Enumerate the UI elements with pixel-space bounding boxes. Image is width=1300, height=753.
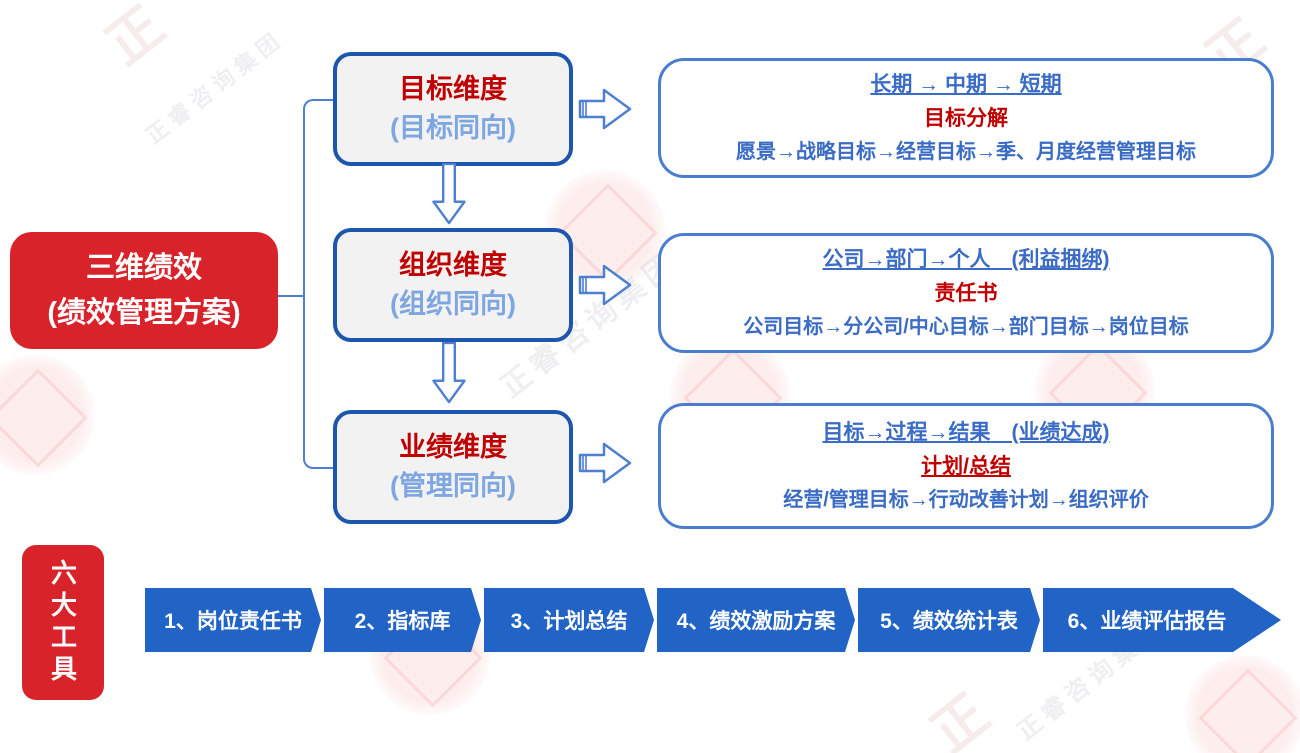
dimension-box-performance: 业绩维度 (管理同向) bbox=[333, 410, 573, 524]
root-title: 三维绩效 bbox=[85, 251, 202, 284]
tool-segment-indicator-library: 2、指标库 bbox=[324, 588, 481, 652]
dimension-title: 业绩维度 bbox=[399, 431, 507, 462]
tool-segment-label: 6、业绩评估报告 bbox=[1067, 610, 1227, 633]
dimension-title: 目标维度 bbox=[399, 73, 507, 104]
detail-line3: 公司目标→分公司/中心目标→部门目标→岗位目标 bbox=[743, 315, 1189, 338]
dimension-title: 组织维度 bbox=[399, 249, 507, 280]
detail-line3: 愿景→战略目标→经营目标→季、月度经营管理目标 bbox=[736, 140, 1196, 163]
detail-line1: 目标→过程→结果 (业绩达成) bbox=[822, 420, 1110, 444]
detail-box-goal: 长期 → 中期 → 短期 目标分解 愿景→战略目标→经营目标→季、月度经营管理目… bbox=[658, 58, 1274, 178]
right-arrow-icon bbox=[578, 88, 632, 130]
dimension-box-goal: 目标维度 (目标同向) bbox=[333, 52, 573, 166]
root-box: 三维绩效 (绩效管理方案) bbox=[10, 232, 278, 349]
detail-line2: 计划/总结 bbox=[921, 454, 1011, 478]
watermark-logo bbox=[1185, 655, 1300, 753]
dimension-box-organization: 组织维度 (组织同向) bbox=[333, 228, 573, 342]
tool-segment-incentive-plan: 4、绩效激励方案 bbox=[657, 588, 855, 652]
right-arrow-icon bbox=[578, 264, 632, 306]
detail-line2: 责任书 bbox=[934, 281, 998, 305]
detail-line1: 公司→部门→个人 (利益捆绑) bbox=[822, 247, 1110, 271]
detail-line1: 长期 → 中期 → 短期 bbox=[870, 72, 1062, 96]
detail-box-performance: 目标→过程→结果 (业绩达成) 计划/总结 经营/管理目标→行动改善计划→组织评… bbox=[658, 403, 1274, 529]
down-arrow-icon bbox=[432, 163, 466, 225]
watermark-glyph: 正 bbox=[95, 0, 176, 77]
root-subtitle: (绩效管理方案) bbox=[47, 296, 241, 329]
bracket-stub bbox=[278, 295, 304, 297]
down-arrow-icon bbox=[432, 342, 466, 404]
detail-box-organization: 公司→部门→个人 (利益捆绑) 责任书 公司目标→分公司/中心目标→部门目标→岗… bbox=[658, 233, 1274, 353]
detail-line3: 经营/管理目标→行动改善计划→组织评价 bbox=[783, 488, 1149, 511]
tool-segment-responsibility-book: 1、岗位责任书 bbox=[145, 588, 321, 652]
dimension-subtitle: (组织同向) bbox=[390, 289, 516, 319]
dimension-subtitle: (目标同向) bbox=[390, 113, 516, 143]
right-arrow-icon bbox=[578, 442, 632, 484]
watermark-glyph: 正 bbox=[920, 683, 1001, 753]
watermark-logo bbox=[0, 355, 95, 475]
tool-segment-statistics-table: 5、绩效统计表 bbox=[858, 588, 1040, 652]
dimension-subtitle: (管理同向) bbox=[390, 471, 516, 501]
six-tools-label: 六大工具 bbox=[22, 545, 104, 700]
tool-segment-plan-summary: 3、计划总结 bbox=[484, 588, 654, 652]
bracket-connector bbox=[303, 99, 335, 469]
tool-segment-evaluation-report: 6、业绩评估报告 bbox=[1043, 588, 1281, 652]
detail-line2: 目标分解 bbox=[924, 106, 1008, 130]
